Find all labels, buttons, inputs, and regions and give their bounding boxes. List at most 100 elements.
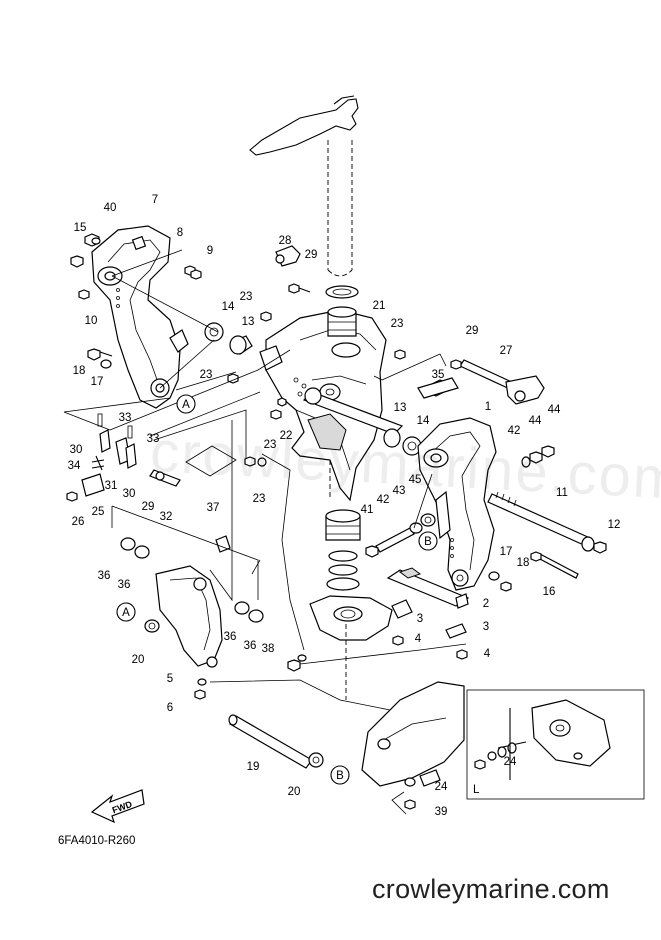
drawing-code: 6FA4010-R260 bbox=[58, 835, 136, 847]
ref-number-r12: 12 bbox=[608, 519, 621, 531]
ref-number-r23e: 23 bbox=[253, 493, 266, 505]
ref-number-r23d: 23 bbox=[264, 439, 277, 451]
callout-cA2: A bbox=[116, 602, 136, 622]
ref-number-r24b: 24 bbox=[435, 781, 448, 793]
ref-number-r4b: 4 bbox=[484, 648, 491, 660]
ref-number-r20a: 20 bbox=[132, 654, 145, 666]
ref-number-r29b: 29 bbox=[466, 325, 479, 337]
ref-number-r44b: 44 bbox=[529, 415, 542, 427]
callout-letter: B bbox=[336, 770, 344, 782]
ref-number-r9: 9 bbox=[207, 245, 213, 257]
ref-number-r20b: 20 bbox=[288, 786, 301, 798]
swivel-small-parts bbox=[204, 245, 406, 553]
ref-number-r13b: 13 bbox=[394, 402, 407, 414]
tube-19 bbox=[228, 714, 324, 769]
ref-number-r8: 8 bbox=[177, 227, 183, 239]
ref-number-r4a: 4 bbox=[415, 633, 422, 645]
ref-number-r18a: 18 bbox=[73, 365, 86, 377]
ref-number-r17a: 17 bbox=[91, 376, 104, 388]
callout-circle bbox=[330, 765, 350, 785]
ref-number-r33b: 33 bbox=[147, 433, 160, 445]
ref-number-r42b: 42 bbox=[377, 494, 390, 506]
inset-label: L bbox=[473, 784, 480, 796]
callout-circle bbox=[116, 602, 136, 622]
site-watermark: crowleymarine.com bbox=[372, 874, 610, 904]
ref-number-r14a: 14 bbox=[222, 301, 235, 313]
ref-number-r37: 37 bbox=[207, 502, 220, 514]
ref-number-r40: 40 bbox=[104, 202, 117, 214]
ref-number-r3a: 3 bbox=[417, 613, 423, 625]
callout-cA1: A bbox=[176, 394, 196, 414]
ref-number-r18b: 18 bbox=[517, 557, 530, 569]
ref-number-r19: 19 bbox=[247, 761, 260, 773]
ref-number-r44a: 44 bbox=[548, 404, 561, 416]
ref-number-r34: 34 bbox=[68, 460, 81, 472]
callout-circle bbox=[418, 531, 438, 551]
rod-27 bbox=[450, 359, 545, 405]
ref-number-r14b: 14 bbox=[417, 415, 430, 427]
ref-number-r6: 6 bbox=[167, 702, 173, 714]
tilt-tube-35 bbox=[302, 377, 459, 456]
ref-number-r32: 32 bbox=[160, 511, 173, 523]
ref-number-r42a: 42 bbox=[508, 425, 521, 437]
ref-number-r22: 22 bbox=[280, 430, 293, 442]
ref-number-r26: 26 bbox=[72, 516, 85, 528]
ref-number-r39: 39 bbox=[435, 806, 448, 818]
ref-number-r43: 43 bbox=[393, 485, 406, 497]
ref-number-r5: 5 bbox=[167, 673, 173, 685]
ref-number-r31: 31 bbox=[105, 480, 118, 492]
ref-number-r41: 41 bbox=[361, 504, 374, 516]
ref-number-r24a: 24 bbox=[504, 756, 517, 768]
callout-cB2: B bbox=[330, 765, 350, 785]
lower-bracket-left bbox=[120, 537, 307, 700]
ref-number-r29c: 29 bbox=[142, 501, 155, 513]
ref-number-r30b: 30 bbox=[123, 488, 136, 500]
ref-number-r38: 38 bbox=[262, 643, 275, 655]
ref-number-r27: 27 bbox=[500, 345, 513, 357]
ref-number-r36d: 36 bbox=[244, 640, 257, 652]
clamp-bracket-right bbox=[417, 417, 497, 591]
through-shaft-11 bbox=[487, 445, 607, 554]
plates-2-3 bbox=[386, 567, 470, 660]
callout-circle bbox=[176, 394, 196, 414]
ref-number-r15: 15 bbox=[74, 222, 87, 234]
ref-number-r29a: 29 bbox=[305, 249, 318, 261]
callout-letter: A bbox=[122, 607, 130, 619]
ref-number-r17b: 17 bbox=[500, 546, 513, 558]
ref-number-r23c: 23 bbox=[200, 369, 213, 381]
ref-number-r1: 1 bbox=[485, 401, 491, 413]
ref-number-r36a: 36 bbox=[98, 570, 111, 582]
callout-letter: A bbox=[182, 399, 190, 411]
ref-number-r2: 2 bbox=[483, 598, 489, 610]
ref-number-r28: 28 bbox=[279, 235, 292, 247]
ref-number-r11: 11 bbox=[556, 487, 568, 499]
ref-number-r36c: 36 bbox=[224, 631, 237, 643]
ref-number-r23a: 23 bbox=[240, 291, 253, 303]
steering-arm bbox=[249, 95, 359, 277]
upper-bushings bbox=[325, 285, 359, 337]
ref-number-r10: 10 bbox=[85, 315, 98, 327]
ref-number-r25: 25 bbox=[92, 506, 105, 518]
inset-detail-box: L bbox=[466, 689, 645, 800]
tilt-stopper-parts bbox=[66, 413, 181, 502]
lower-mount-housing bbox=[361, 681, 465, 810]
ref-number-r21: 21 bbox=[373, 300, 386, 312]
bolt-41-group bbox=[365, 490, 451, 558]
ref-number-r23b: 23 bbox=[391, 318, 404, 330]
ref-number-r30a: 30 bbox=[70, 444, 83, 456]
ref-number-r3b: 3 bbox=[483, 621, 489, 633]
fasteners-left bbox=[70, 233, 202, 369]
lower-bushings bbox=[309, 509, 393, 641]
ref-number-r45: 45 bbox=[409, 474, 422, 486]
ref-number-r36b: 36 bbox=[118, 579, 131, 591]
ref-number-r35: 35 bbox=[432, 369, 445, 381]
sender-16 bbox=[488, 551, 579, 592]
ref-number-r13a: 13 bbox=[242, 316, 255, 328]
guide-lines bbox=[63, 249, 467, 815]
ref-number-r33a: 33 bbox=[119, 412, 132, 424]
ref-number-r16: 16 bbox=[543, 586, 556, 598]
ref-number-r7: 7 bbox=[152, 194, 158, 206]
